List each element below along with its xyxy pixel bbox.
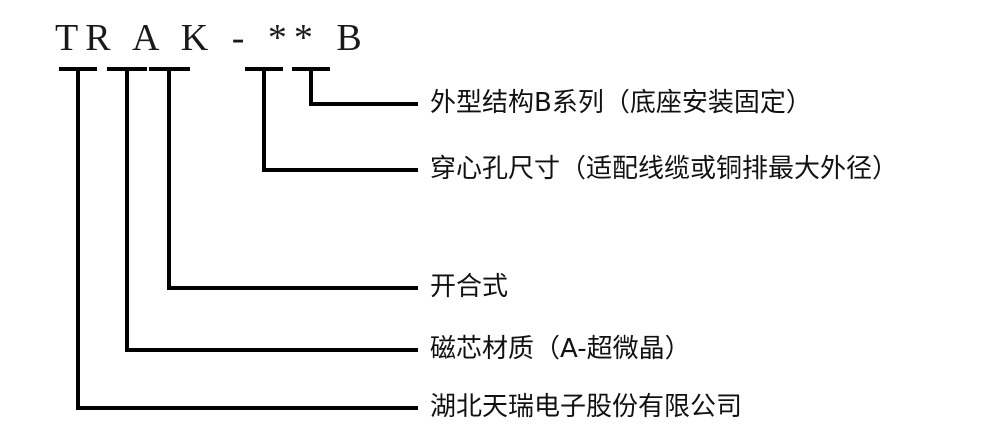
callout-hole-size: 穿心孔尺寸（适配线缆或铜排最大外径） <box>430 154 899 184</box>
callout-split-core: 开合式 <box>430 272 509 302</box>
leader-line-company <box>76 69 418 410</box>
leader-line-split-core <box>167 69 418 290</box>
callout-company: 湖北天瑞电子股份有限公司 <box>430 392 743 422</box>
leader-line-structure <box>309 69 418 106</box>
callout-core-material: 磁芯材质（A-超微晶） <box>430 334 691 364</box>
model-code-text: TR A K - ** B <box>55 17 369 59</box>
leader-line-hole-size <box>262 69 418 172</box>
callout-structure: 外型结构B系列（底座安装固定） <box>430 88 812 118</box>
leader-line-core-material <box>125 69 418 352</box>
